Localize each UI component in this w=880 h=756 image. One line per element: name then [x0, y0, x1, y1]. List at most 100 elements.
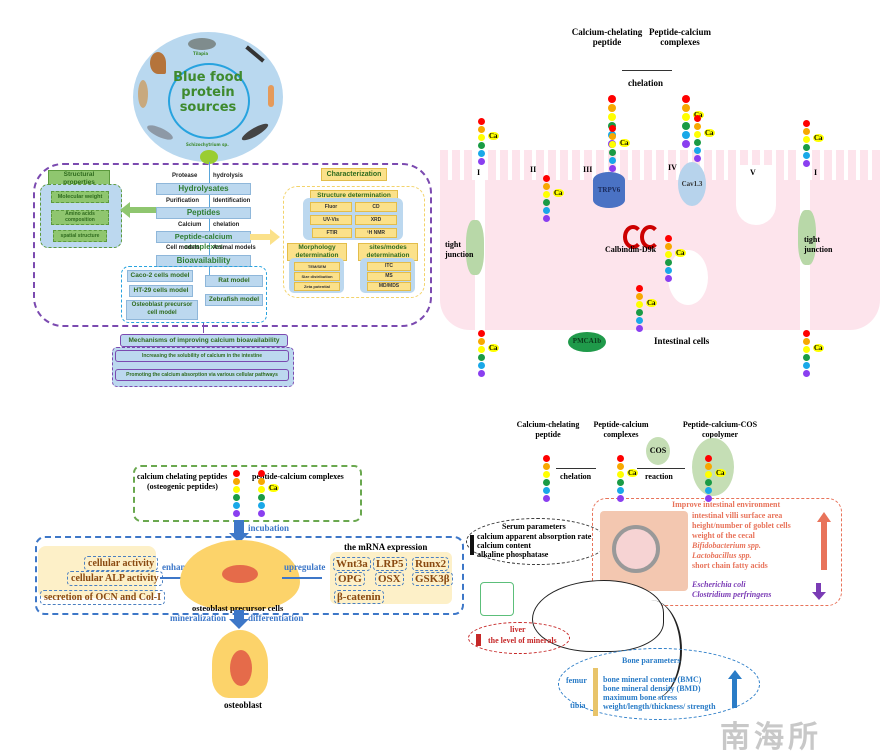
circle-title: Blue food protein sources — [173, 70, 243, 115]
amino-acid-bead — [803, 362, 810, 369]
pathway-label: III — [583, 165, 593, 174]
bone-ellipse — [558, 648, 760, 720]
amino-acid-bead — [478, 126, 485, 133]
cell-model: HT-29 cells model — [129, 285, 193, 297]
amino-acid-bead — [694, 123, 701, 130]
amino-acid-bead — [609, 157, 616, 164]
amino-acid-bead — [682, 95, 690, 103]
differentiation-arrow — [234, 610, 244, 620]
serum-item: calcium apparent absorption rate — [477, 532, 592, 541]
intestinal-down-item: Clostridium perfringens — [692, 590, 772, 599]
up-arrow-icon — [821, 520, 827, 570]
amino-acid-bead — [617, 495, 624, 502]
reaction-arrow — [637, 468, 685, 469]
amino-acid-bead — [543, 199, 550, 206]
chelating-peptide-label: Calcium-chelating peptide — [571, 27, 643, 47]
flow-line — [209, 162, 210, 287]
amino-acid-bead — [803, 136, 810, 143]
calbindin-icon — [623, 225, 643, 249]
serum-item: alkaline phosphatase — [477, 550, 549, 559]
tight-junction-label: tight junction — [804, 235, 833, 254]
calcium-ion: Ca — [268, 484, 279, 492]
mineralization-label: mineralization — [170, 613, 226, 623]
amino-acid-bead — [705, 463, 712, 470]
hydrolysates-box: Hydrolysates — [156, 183, 251, 195]
intestinal-down-item: Escherichia coli — [692, 580, 746, 589]
amino-acid-bead — [636, 317, 643, 324]
structural-item: Molecular weight — [51, 191, 109, 203]
gene-item: OPG — [335, 572, 365, 586]
amino-acid-bead — [682, 113, 690, 121]
copolymer-label: Peptide-calcium-COS copolymer — [682, 420, 758, 439]
calcium-ion: Ca — [715, 469, 726, 477]
copolymer-ellipse — [692, 438, 734, 496]
amino-acid-bead — [803, 346, 810, 353]
amino-acid-bead — [543, 487, 550, 494]
calcium-ion: Ca — [627, 469, 638, 477]
purification-label: Purification — [166, 198, 200, 204]
amino-acid-bead — [665, 235, 672, 242]
mechanism-item: Promoting the calcium absorption via var… — [115, 369, 289, 381]
amino-acid-bead — [609, 125, 616, 132]
amino-acid-bead — [636, 301, 643, 308]
calbindin-icon — [640, 225, 660, 249]
amino-acid-bead — [705, 495, 712, 502]
cell-model: Caco-2 cells model — [127, 270, 193, 282]
amino-acid-bead — [233, 486, 240, 493]
amino-acid-bead — [617, 463, 624, 470]
amino-acid-bead — [617, 455, 624, 462]
calcium-ion: Ca — [675, 249, 686, 257]
chelating-peptide-label: Calcium-chelating peptide — [516, 420, 580, 439]
structural-item: Amino acids composition — [51, 210, 109, 225]
animal-model: Rat model — [205, 275, 263, 287]
amino-acid-bead — [233, 510, 240, 517]
tibia-label: tibia — [570, 701, 586, 710]
amino-acid-bead — [478, 330, 485, 337]
amino-acid-bead — [543, 495, 550, 502]
effects-panel — [38, 546, 156, 598]
amino-acid-bead — [478, 370, 485, 377]
amino-acid-bead — [258, 510, 265, 517]
amino-acid-bead — [478, 354, 485, 361]
gene-item: Wnt3a — [333, 557, 371, 571]
amino-acid-bead — [803, 152, 810, 159]
amino-acid-bead — [543, 183, 550, 190]
peptide-calcium-complexes-box: Peptide-calcium complexes — [156, 231, 251, 251]
morphology-title: Morphology determination — [287, 243, 347, 261]
inner-circle — [168, 63, 250, 139]
panel-d: Calcium-chelating peptide Peptide-calciu… — [460, 400, 880, 755]
pmca-pump — [568, 332, 606, 352]
mechanisms-title: Mechanisms of improving calcium bioavail… — [120, 334, 288, 347]
panel-c: calcium chelating peptides (osteogenic p… — [0, 400, 464, 755]
amino-acid-bead — [543, 175, 550, 182]
tight-junction-right — [798, 210, 816, 265]
amino-acid-bead — [636, 309, 643, 316]
liver-title: liver — [510, 625, 526, 634]
up-arrow-icon — [476, 634, 481, 646]
shrimp-icon — [150, 52, 166, 74]
amino-acid-bead — [543, 455, 550, 462]
differentiation-arrow-head — [229, 619, 249, 629]
serum-title: Serum parameters — [502, 522, 566, 531]
amino-acid-bead — [682, 122, 690, 130]
amino-acid-bead — [609, 165, 616, 172]
amino-acid-bead — [636, 293, 643, 300]
amino-acid-bead — [543, 191, 550, 198]
amino-acid-bead — [258, 502, 265, 509]
trpv6-label: TRPV6 — [597, 186, 621, 194]
amino-acid-bead — [233, 478, 240, 485]
krill-icon — [268, 85, 274, 107]
chelation-label: chelation — [213, 222, 240, 228]
intestinal-up-item: Bifidobacterium spp. — [692, 541, 761, 550]
amino-acid-bead — [617, 479, 624, 486]
up-arrow-icon — [732, 678, 737, 708]
yellow-arrow — [250, 234, 272, 240]
gene-item: OSX — [375, 572, 404, 586]
amino-acid-bead — [803, 144, 810, 151]
calcium-ion: Ca — [813, 134, 824, 142]
osteoblast-nucleus — [230, 650, 252, 686]
calbindin-label: Calbindin-D9k — [605, 245, 657, 254]
intestinal-cells-label: Intestinal cells — [654, 336, 710, 346]
up-arrow-head — [817, 512, 831, 522]
complexes-label: Peptide-calcium complexes — [593, 420, 649, 439]
